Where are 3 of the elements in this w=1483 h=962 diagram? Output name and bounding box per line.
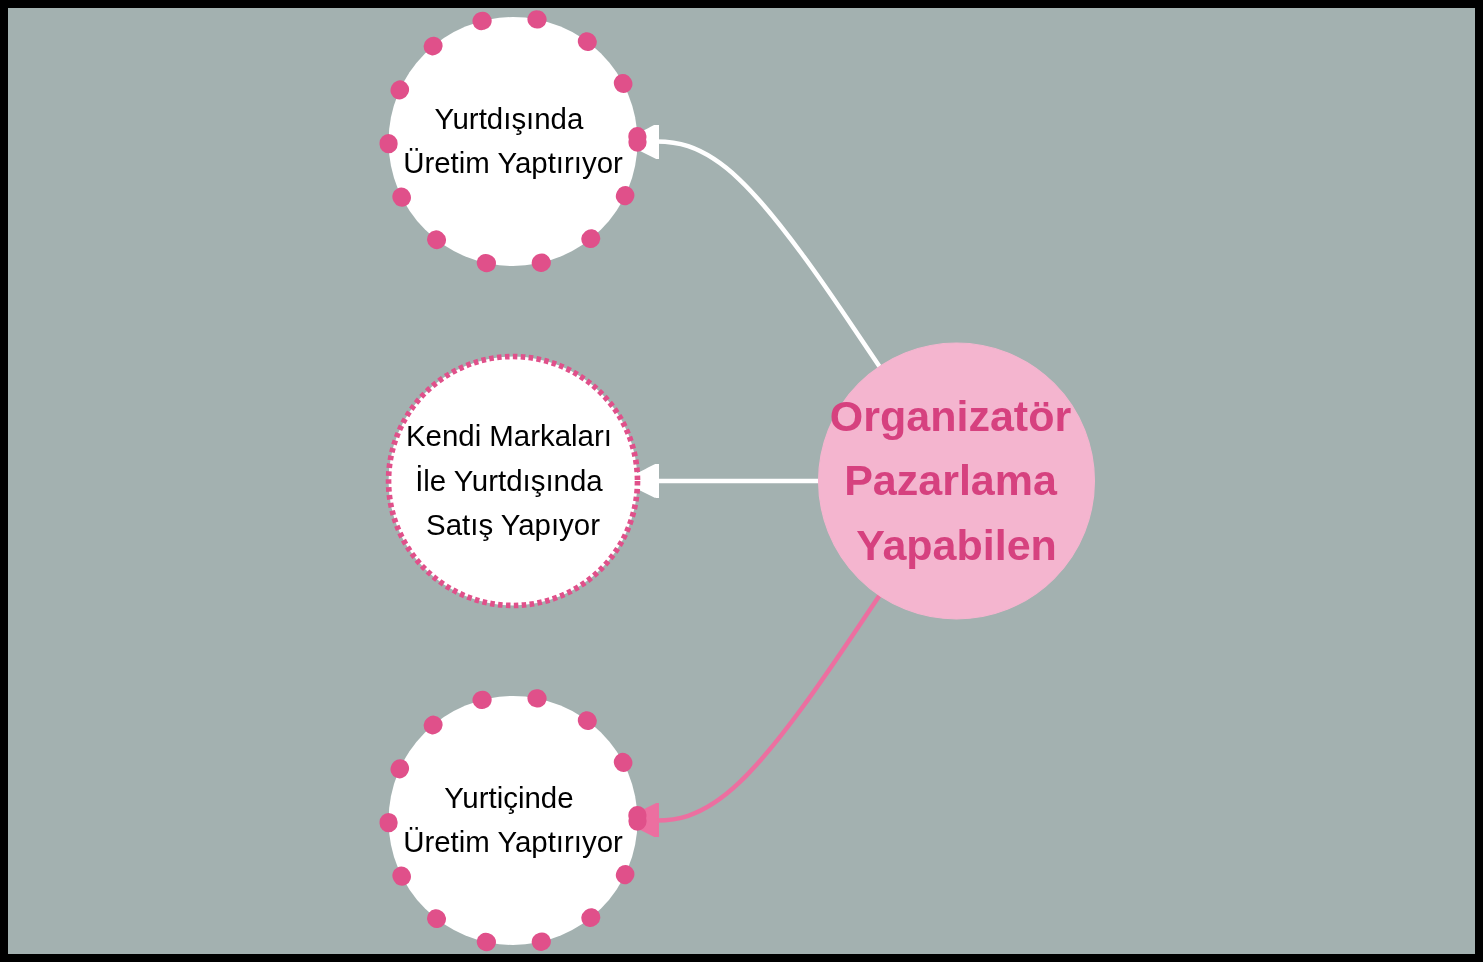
node-circle: Organizatör Pazarlama Yapabilen bbox=[818, 342, 1095, 620]
node-circle: Kendi Markaları İle Yurtdışında Satış Yapıyor bbox=[385, 353, 641, 609]
node-circle: Yurtiçinde Üretim Yaptırıyor bbox=[379, 686, 647, 954]
